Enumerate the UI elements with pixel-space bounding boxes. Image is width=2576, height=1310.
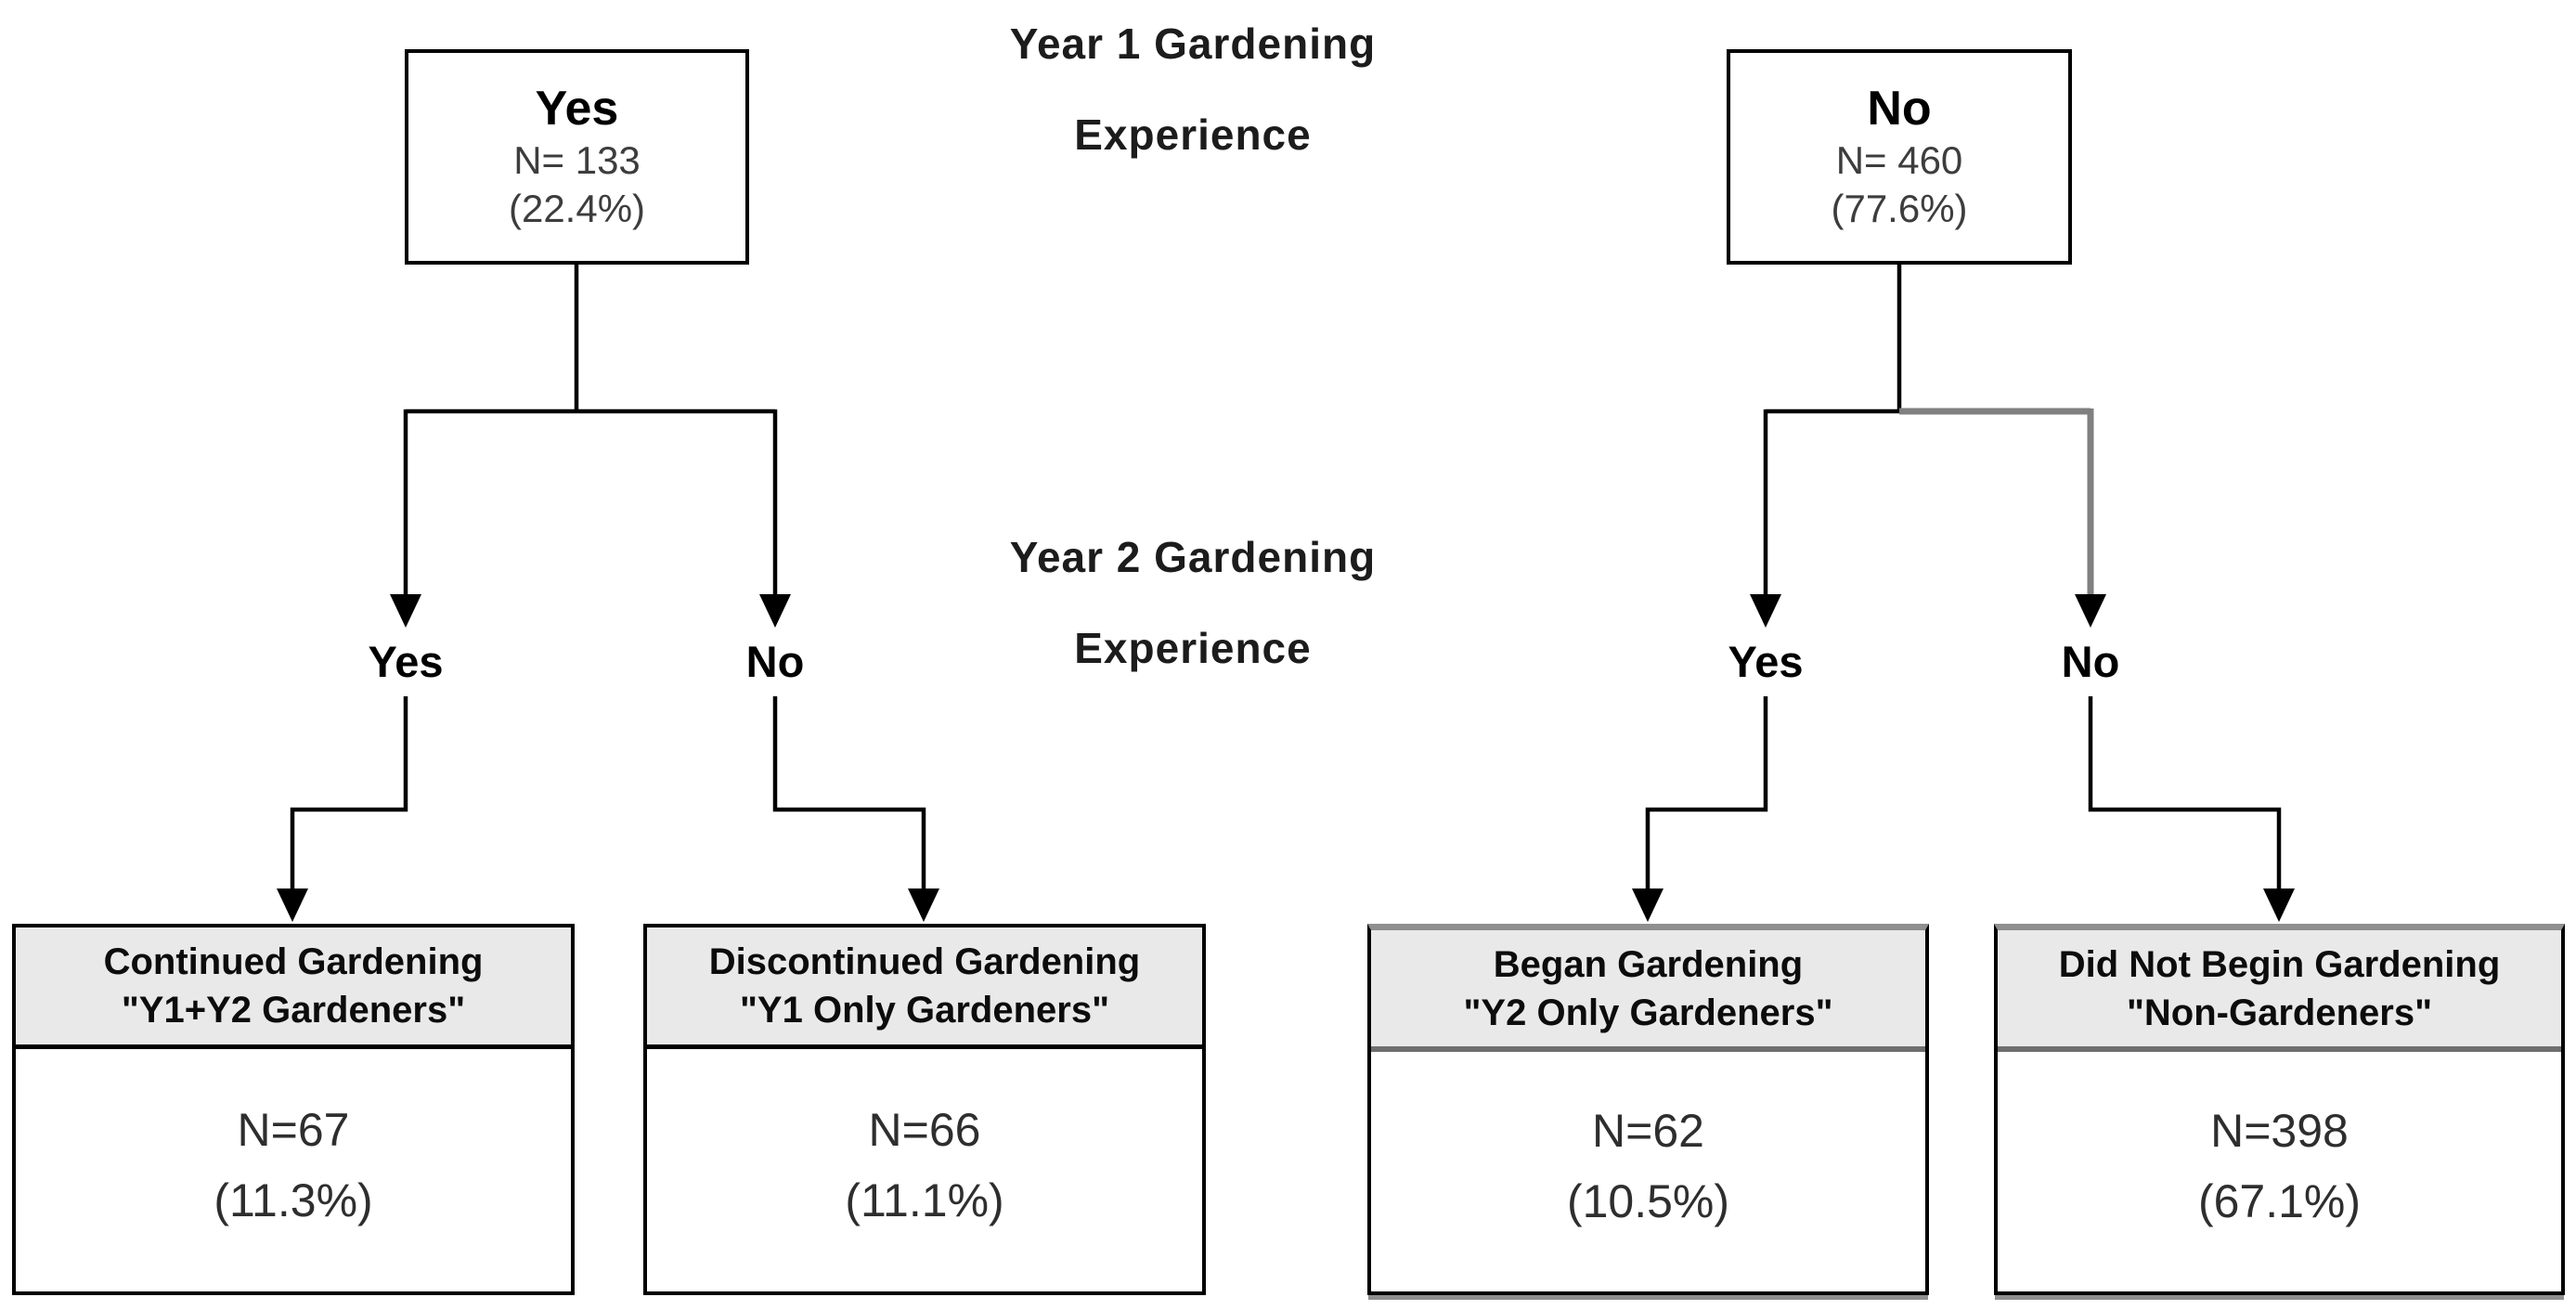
outcome-body: N=398 (67.1%)	[1998, 1046, 2561, 1286]
outcome-pct: (11.3%)	[214, 1174, 373, 1226]
year1-title-line1: Year 1 Gardening	[1009, 19, 1377, 68]
outcome-n: N=66	[868, 1103, 981, 1156]
node-n: N= 460	[1835, 138, 1963, 182]
outcome-n: N=67	[237, 1103, 350, 1156]
outcome-header: Continued Gardening "Y1+Y2 Gardeners"	[16, 927, 571, 1049]
node-pct: (77.6%)	[1831, 187, 1968, 230]
edges-right-tree	[1632, 265, 2295, 922]
outcome-title-line2: "Y1 Only Gardeners"	[739, 990, 1110, 1031]
outcome-title-line1: Continued Gardening	[103, 941, 484, 982]
arrowhead-box4	[2263, 888, 2295, 922]
edge-no-to-box4	[2088, 696, 2282, 893]
node-year1-yes: Yes N= 133 (22.4%)	[405, 49, 749, 265]
branch-label-y1yes-no: No	[745, 637, 805, 686]
outcome-title-line2: "Y1+Y2 Gardeners"	[121, 990, 466, 1031]
outcome-body: N=62 (10.5%)	[1371, 1046, 1925, 1286]
node-answer: No	[1867, 82, 1932, 136]
outcome-title-line2: "Y2 Only Gardeners"	[1463, 992, 1833, 1033]
arrowhead-y1no-yes	[1750, 594, 1781, 628]
edge-no-to-box2	[772, 696, 926, 893]
outcome-pct: (67.1%)	[2197, 1175, 2362, 1227]
year2-stage-title: Year 2 Gardening Experience	[887, 512, 1499, 694]
branch-label-y1yes-yes: Yes	[368, 637, 444, 686]
outcome-n: N=398	[2210, 1105, 2349, 1157]
outcome-title-line1: Began Gardening	[1493, 943, 1804, 985]
outcome-title-line1: Discontinued Gardening	[708, 941, 1141, 982]
outcome-n: N=62	[1592, 1105, 1704, 1157]
outcome-box-y1-only-gardeners: Discontinued Gardening "Y1 Only Gardener…	[643, 924, 1206, 1295]
outcome-box-y2-only-gardeners: Began Gardening "Y2 Only Gardeners" N=62…	[1367, 924, 1929, 1295]
branch-label-y1no-yes: Yes	[1728, 637, 1804, 686]
outcome-title-line1: Did Not Begin Gardening	[2058, 943, 2501, 985]
year2-title-line2: Experience	[1074, 624, 1312, 672]
arrowhead-y1yes-no	[759, 594, 791, 628]
edge-yes-to-box1	[290, 696, 408, 893]
arrowhead-box1	[277, 888, 308, 922]
outcome-box-y1y2-gardeners: Continued Gardening "Y1+Y2 Gardeners" N=…	[12, 924, 575, 1295]
arrowhead-y1yes-yes	[390, 594, 421, 628]
node-year1-no: No N= 460 (77.6%)	[1727, 49, 2072, 265]
outcome-box-non-gardeners: Did Not Begin Gardening "Non-Gardeners" …	[1994, 924, 2565, 1295]
outcome-body: N=67 (11.3%)	[16, 1044, 571, 1286]
outcome-header: Began Gardening "Y2 Only Gardeners"	[1371, 930, 1925, 1052]
outcome-header: Did Not Begin Gardening "Non-Gardeners"	[1998, 930, 2561, 1052]
arrowhead-y1no-no	[2075, 594, 2106, 628]
branch-label-y1no-no: No	[2061, 637, 2120, 686]
outcome-pct: (10.5%)	[1566, 1175, 1730, 1227]
year1-stage-title: Year 1 Gardening Experience	[887, 0, 1499, 180]
edge-yes-to-box3	[1645, 696, 1768, 893]
edges-left-tree	[277, 265, 939, 922]
outcome-title-line2: "Non-Gardeners"	[2126, 992, 2433, 1033]
arrowhead-box3	[1632, 888, 1663, 922]
outcome-pct: (11.1%)	[845, 1174, 1004, 1226]
arrowhead-box2	[908, 888, 939, 922]
outcome-header: Discontinued Gardening "Y1 Only Gardener…	[647, 927, 1202, 1049]
node-answer: Yes	[535, 82, 619, 136]
outcome-body: N=66 (11.1%)	[647, 1044, 1202, 1286]
year1-title-line2: Experience	[1074, 110, 1312, 159]
node-n: N= 133	[513, 138, 641, 182]
year2-title-line1: Year 2 Gardening	[1009, 533, 1377, 581]
node-pct: (22.4%)	[508, 187, 646, 230]
